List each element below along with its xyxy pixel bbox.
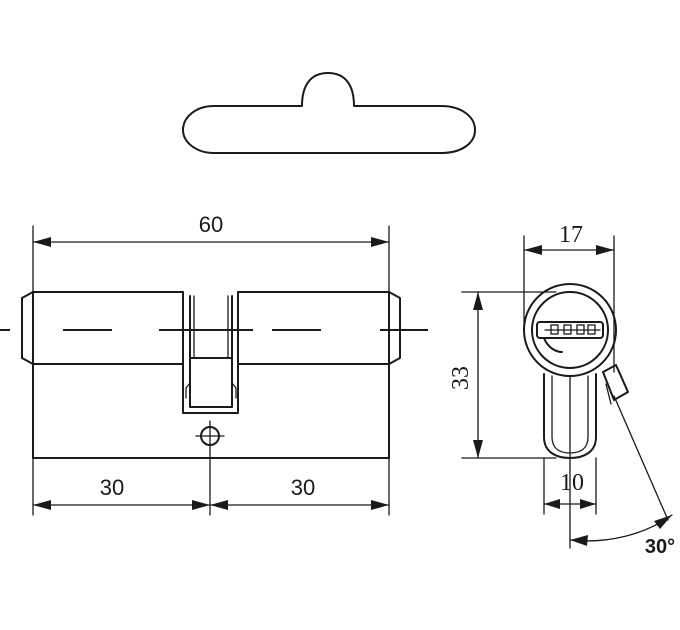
dimension-side-width: 17	[523, 222, 615, 373]
dimension-label-right-30: 30	[291, 475, 315, 500]
dimension-height: 33	[448, 291, 557, 459]
dimension-overall-length: 60	[32, 212, 390, 293]
cylinder-front-view	[0, 291, 428, 516]
dimension-halves: 30 30	[32, 457, 390, 516]
key-outline	[182, 72, 476, 154]
dimension-label-60: 60	[199, 212, 223, 237]
dimension-label-17: 17	[559, 222, 583, 248]
dimension-cam-angle: 30°	[569, 514, 675, 558]
dimension-label-10: 10	[560, 470, 584, 496]
dimension-label-33: 33	[448, 366, 474, 390]
dimension-cam-width: 10	[543, 457, 597, 515]
dimension-label-left-30: 30	[100, 475, 124, 500]
dimension-label-30-degrees: 30°	[645, 536, 675, 558]
